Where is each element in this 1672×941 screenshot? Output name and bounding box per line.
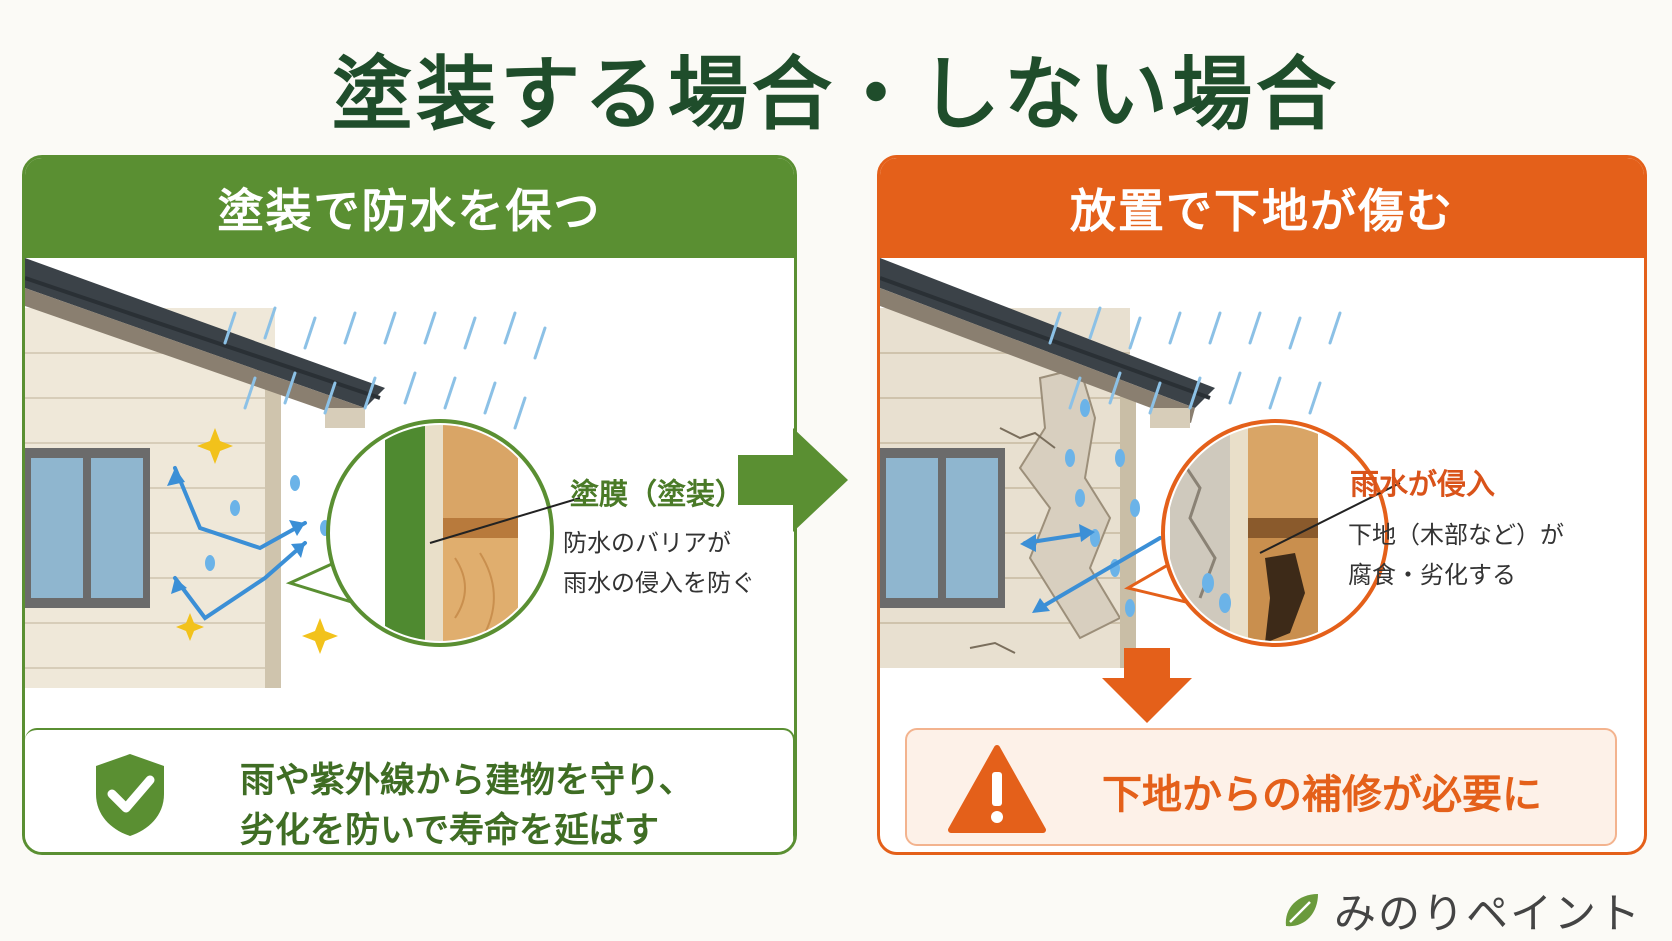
callout-desc-leak-1: 下地（木部など）が — [1348, 521, 1564, 549]
panel-header-coating: 塗装で防水を保つ — [25, 158, 794, 258]
house-illustration-damaged — [880, 258, 1401, 668]
warning-text: 下地からの補修が必要に — [1102, 772, 1542, 818]
brand-logo: みのりペイント — [1280, 880, 1642, 941]
warning-triangle-icon — [948, 745, 1046, 833]
down-arrow-icon — [1102, 648, 1192, 723]
page-title: 塗装する場合・しない場合 — [332, 48, 1340, 141]
house-illustration-coated — [25, 258, 581, 688]
callout-desc-leak-2: 腐食・劣化する — [1348, 561, 1516, 589]
panel-without-coating: 放置で下地が傷む — [877, 155, 1647, 855]
callout-label-coating: 塗膜（塗装） — [570, 477, 745, 511]
benefit-box: 雨や紫外線から建物を守り、 劣化を防いで寿命を延ばす — [25, 728, 794, 852]
panel-header-neglect: 放置で下地が傷む — [880, 158, 1644, 258]
callout-label-leak: 雨水が侵入 — [1350, 467, 1496, 501]
callout-desc-coating-1: 防水のバリアが — [563, 529, 731, 557]
right-arrow-icon — [738, 428, 848, 532]
callout-desc-coating-2: 雨水の侵入を防ぐ — [563, 569, 755, 597]
leaf-icon — [1285, 893, 1318, 926]
shield-check-icon — [96, 754, 164, 836]
warning-box: 下地からの補修が必要に — [905, 728, 1617, 846]
brand-name: みのりペイント — [1334, 889, 1643, 938]
sparkle-icon — [176, 428, 338, 654]
panel-with-coating: 塗装で防水を保つ — [22, 155, 797, 855]
benefit-text: 雨や紫外線から建物を守り、 劣化を防いで寿命を延ばす — [240, 761, 694, 851]
